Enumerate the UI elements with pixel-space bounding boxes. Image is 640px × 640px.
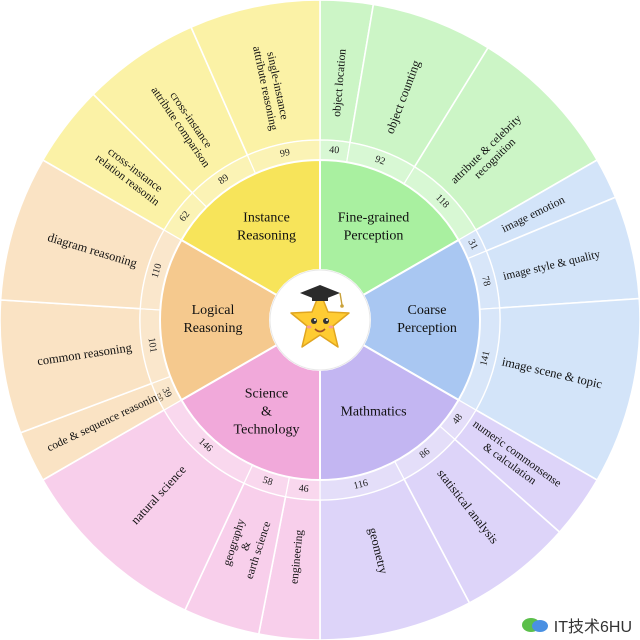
- smiling-star-with-graduation-cap-icon: [290, 285, 350, 348]
- count-label-engineering: 46: [298, 483, 309, 495]
- count-label-object-counting: 92: [373, 154, 386, 168]
- wechat-logo-icon: [521, 618, 548, 632]
- subcategory-label-engineering: engineering: [288, 529, 305, 584]
- count-label-image-scene-and-topic: 141: [478, 350, 492, 367]
- count-label-diagram-reasoning: 110: [150, 262, 165, 279]
- count-label-single-instance-attribute-reasoning: 99: [279, 147, 291, 160]
- count-label-common-reasoning: 101: [146, 337, 159, 353]
- watermark: IT技术6HU: [520, 614, 632, 636]
- category-label-mathmatics: Mathmatics: [340, 405, 406, 420]
- count-label-geography-and-earth-science: 58: [261, 475, 274, 489]
- count-label-image-style-and-quality: 78: [479, 275, 492, 287]
- category-label-science-and-technology: Science&Technology: [234, 387, 300, 438]
- count-label-image-emotion: 31: [465, 238, 479, 252]
- count-label-code-and-sequence-reasoning: 39: [159, 386, 173, 400]
- watermark-text: IT技术6HU: [553, 619, 632, 636]
- center-emblem: [269, 269, 371, 371]
- count-label-geometry: 116: [352, 478, 369, 492]
- count-label-object-location: 40: [329, 144, 340, 156]
- subcategory-label-object-location: object location: [331, 48, 349, 117]
